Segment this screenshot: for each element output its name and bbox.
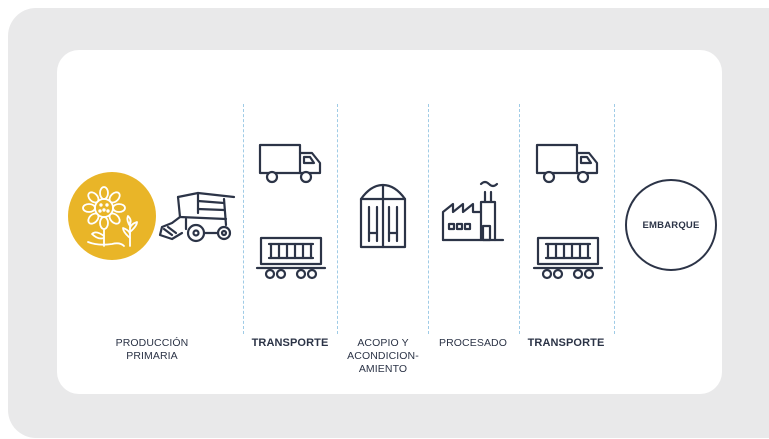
acopio-label: ACOPIO Y ACONDICION- AMIENTO xyxy=(335,337,431,376)
produccion-label-line1: PRODUCCIÓN xyxy=(115,337,189,349)
rail-wagon-icon xyxy=(532,236,604,280)
sunflower-icon xyxy=(68,172,156,260)
rail-wagon-icon xyxy=(255,236,327,280)
stage-divider xyxy=(519,104,520,334)
factory-icon xyxy=(441,180,505,242)
harvester-icon xyxy=(158,191,236,243)
acopio-label-line3: AMIENTO xyxy=(358,363,408,375)
acopio-label-line2: ACONDICION- xyxy=(347,350,419,362)
stage-divider xyxy=(243,104,244,334)
silo-icon xyxy=(359,183,407,249)
stage-divider xyxy=(337,104,338,334)
stage-divider xyxy=(428,104,429,334)
stage-divider xyxy=(614,104,615,334)
truck-icon xyxy=(535,143,599,184)
procesado-label: PROCESADO xyxy=(439,337,507,349)
produccion-label-line2: PRIMARIA xyxy=(126,350,178,362)
truck-icon xyxy=(258,143,322,184)
embarque-label: EMBARQUE xyxy=(642,219,700,231)
embarque-node: EMBARQUE xyxy=(625,179,717,271)
transporte-label-1: TRANSPORTE xyxy=(251,337,329,349)
produccion-label: PRODUCCIÓN PRIMARIA xyxy=(102,337,202,363)
acopio-label-line1: ACOPIO Y xyxy=(357,337,409,349)
transporte-label-2: TRANSPORTE xyxy=(527,337,605,349)
